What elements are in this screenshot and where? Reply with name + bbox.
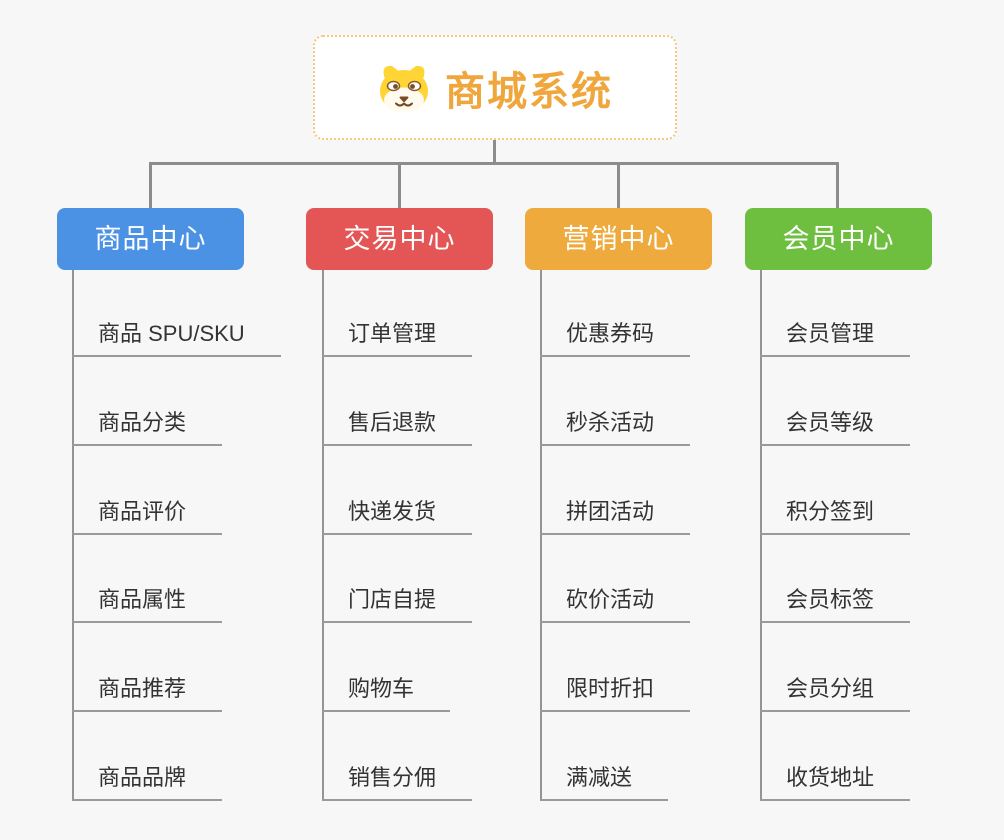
leaf-node[interactable]: 砍价活动 [540,587,691,623]
leaf-node[interactable]: 会员标签 [760,587,911,623]
root-node-mall-system[interactable]: 商城系统 [313,35,677,140]
connector-root-stub [493,140,496,163]
connector-drop-trade [398,162,401,208]
connector-drop-member [836,162,839,208]
leaf-node[interactable]: 秒杀活动 [540,410,691,446]
leaf-node[interactable]: 会员管理 [760,321,911,357]
branch-spine [322,270,324,801]
leaf-node[interactable]: 商品评价 [72,499,223,535]
leaf-node[interactable]: 收货地址 [760,765,911,801]
dog-face-icon [377,63,431,113]
connector-drop-marketing [617,162,620,208]
branch-spine [760,270,762,801]
root-title: 商城系统 [445,69,613,114]
leaf-node[interactable]: 门店自提 [322,587,473,623]
leaf-node[interactable]: 商品推荐 [72,676,223,712]
leaf-node[interactable]: 限时折扣 [540,676,691,712]
leaf-node[interactable]: 销售分佣 [322,765,473,801]
leaf-node[interactable]: 订单管理 [322,321,473,357]
connector-drop-product [149,162,152,208]
leaf-node[interactable]: 优惠券码 [540,321,691,357]
leaf-node[interactable]: 商品品牌 [72,765,223,801]
leaf-node[interactable]: 商品分类 [72,410,223,446]
branch-spine [72,270,74,801]
branch-node-product-center[interactable]: 商品中心 [57,208,244,270]
branch-node-member-center[interactable]: 会员中心 [745,208,932,270]
leaf-node[interactable]: 积分签到 [760,499,911,535]
leaf-node[interactable]: 商品属性 [72,587,223,623]
leaf-node[interactable]: 拼团活动 [540,499,691,535]
leaf-node[interactable]: 商品 SPU/SKU [72,321,281,357]
leaf-node[interactable]: 购物车 [322,676,451,712]
branch-spine [540,270,542,801]
leaf-node[interactable]: 快递发货 [322,499,473,535]
connector-horizontal-bar [149,162,839,165]
leaf-node[interactable]: 售后退款 [322,410,473,446]
branch-node-marketing-center[interactable]: 营销中心 [525,208,712,270]
branch-node-trade-center[interactable]: 交易中心 [306,208,493,270]
leaf-node[interactable]: 会员分组 [760,676,911,712]
leaf-node[interactable]: 会员等级 [760,410,911,446]
leaf-node[interactable]: 满减送 [540,765,669,801]
